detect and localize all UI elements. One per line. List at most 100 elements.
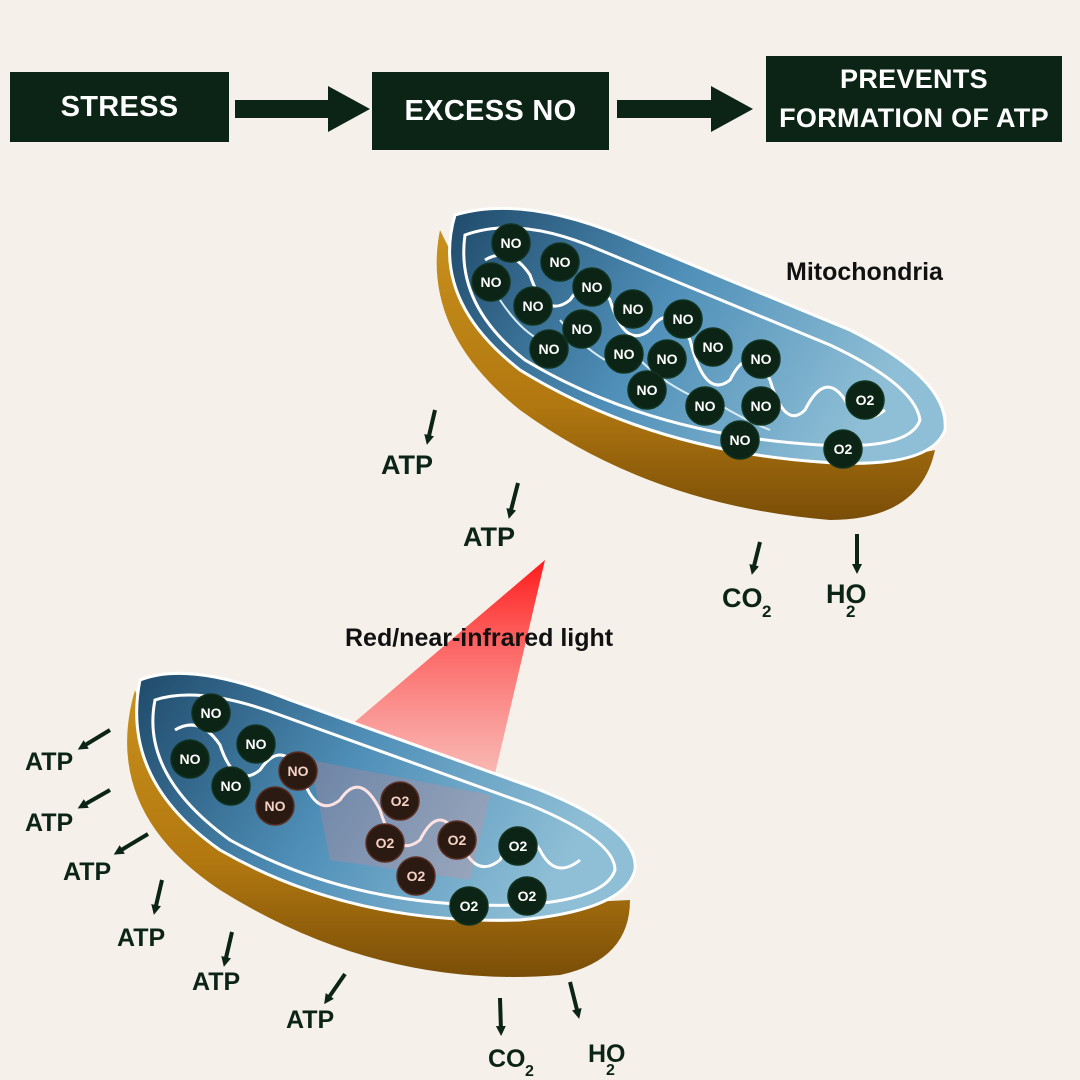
o2-label: O2 [834,441,853,457]
flow-down-arrow [495,997,506,1036]
no-label: NO [673,311,694,327]
h2o-top-text: HO [826,579,867,609]
flow-down-arrow [424,409,437,445]
no-label: NO [523,298,544,314]
o2-label: O2 [407,868,426,884]
no-molecule: NO [278,751,318,791]
no-label: NO [751,351,772,367]
flow-arrow-2 [617,86,753,132]
prevents-atp-box: PREVENTS FORMATION OF ATP [766,56,1062,142]
no-molecule: NO [211,766,251,806]
prevents-label: PREVENTS [840,64,988,94]
excess-no-box: EXCESS NO [372,72,609,150]
no-label: NO [582,279,603,295]
no-label: NO [550,254,571,270]
no-molecule: NO [236,724,276,764]
no-label: NO [637,382,658,398]
no-label: NO [288,763,309,779]
no-molecule: NO [613,289,653,329]
o2-molecule: O2 [396,856,436,896]
o2-label: O2 [509,838,528,854]
o2-molecule: O2 [507,876,547,916]
no-molecule: NO [191,693,231,733]
no-molecule: NO [572,267,612,307]
flow-down-arrow [113,832,150,855]
atp-label: ATP [117,924,165,952]
no-label: NO [539,341,560,357]
no-label: NO [180,751,201,767]
light-label: Red/near-infrared light [345,624,614,652]
no-molecule: NO [685,386,725,426]
no-molecule: NO [513,286,553,326]
flow-arrow-1 [235,86,370,132]
stress-box: STRESS [10,72,229,142]
no-label: NO [614,346,635,362]
h2o-bottom-text: HO [588,1040,626,1068]
o2-label: O2 [391,793,410,809]
no-label: NO [481,274,502,290]
flow-down-arrow [506,482,520,519]
excess-no-label: EXCESS NO [404,95,577,127]
no-molecule: NO [471,262,511,302]
atp-label: ATP [381,450,433,480]
no-label: NO [703,339,724,355]
atp-label: ATP [25,809,73,837]
o2-label: O2 [376,835,395,851]
no-molecule: NO [720,420,760,460]
flow-down-arrow [151,879,164,915]
no-label: NO [572,321,593,337]
no-molecule: NO [604,334,644,374]
no-label: NO [221,778,242,794]
o2-molecule: O2 [498,826,538,866]
flow-down-arrow [749,541,762,575]
no-molecule: NO [647,339,687,379]
h2o-top: HO 2 [826,579,867,621]
no-molecule: NO [491,223,531,263]
atp-label: ATP [192,968,240,996]
no-label: NO [201,705,222,721]
no-label: NO [623,301,644,317]
co2-top-sub: 2 [762,602,771,621]
atp-label: ATP [25,748,73,776]
o2-label: O2 [518,888,537,904]
no-label: NO [501,235,522,251]
h2o-bottom: HO 2 [588,1040,626,1079]
no-label: NO [730,432,751,448]
mitochondria-label: Mitochondria [786,258,944,286]
atp-label: ATP [286,1006,334,1034]
co2-bottom-text: CO [488,1045,526,1073]
h2o-top-sub: 2 [846,602,855,621]
atp-label: ATP [463,522,515,552]
no-molecule: NO [255,786,295,826]
o2-label: O2 [856,392,875,408]
formation-of-atp-label: FORMATION OF ATP [779,103,1049,133]
no-label: NO [246,736,267,752]
flow-down-arrow [324,972,347,1005]
no-molecule: NO [540,242,580,282]
no-label: NO [265,798,286,814]
atp-label: ATP [63,858,111,886]
flow-down-arrow [77,728,112,750]
no-label: NO [695,398,716,414]
no-molecule: NO [741,339,781,379]
o2-molecule: O2 [380,781,420,821]
co2-top: CO 2 [722,583,771,621]
o2-molecule: O2 [845,380,885,420]
o2-molecule: O2 [437,820,477,860]
o2-molecule: O2 [365,823,405,863]
no-molecule: NO [663,299,703,339]
no-molecule: NO [693,327,733,367]
no-molecule: NO [627,370,667,410]
no-molecule: NO [741,386,781,426]
flow-down-arrow [77,788,111,809]
o2-label: O2 [460,898,479,914]
no-molecule: NO [170,739,210,779]
co2-bottom: CO 2 [488,1045,534,1080]
o2-label: O2 [448,832,467,848]
o2-molecule: O2 [823,429,863,469]
co2-top-text: CO [722,583,763,613]
stress-label: STRESS [60,91,179,123]
no-label: NO [657,351,678,367]
co2-bottom-sub: 2 [525,1063,534,1080]
h2o-bottom-sub: 2 [606,1062,615,1079]
